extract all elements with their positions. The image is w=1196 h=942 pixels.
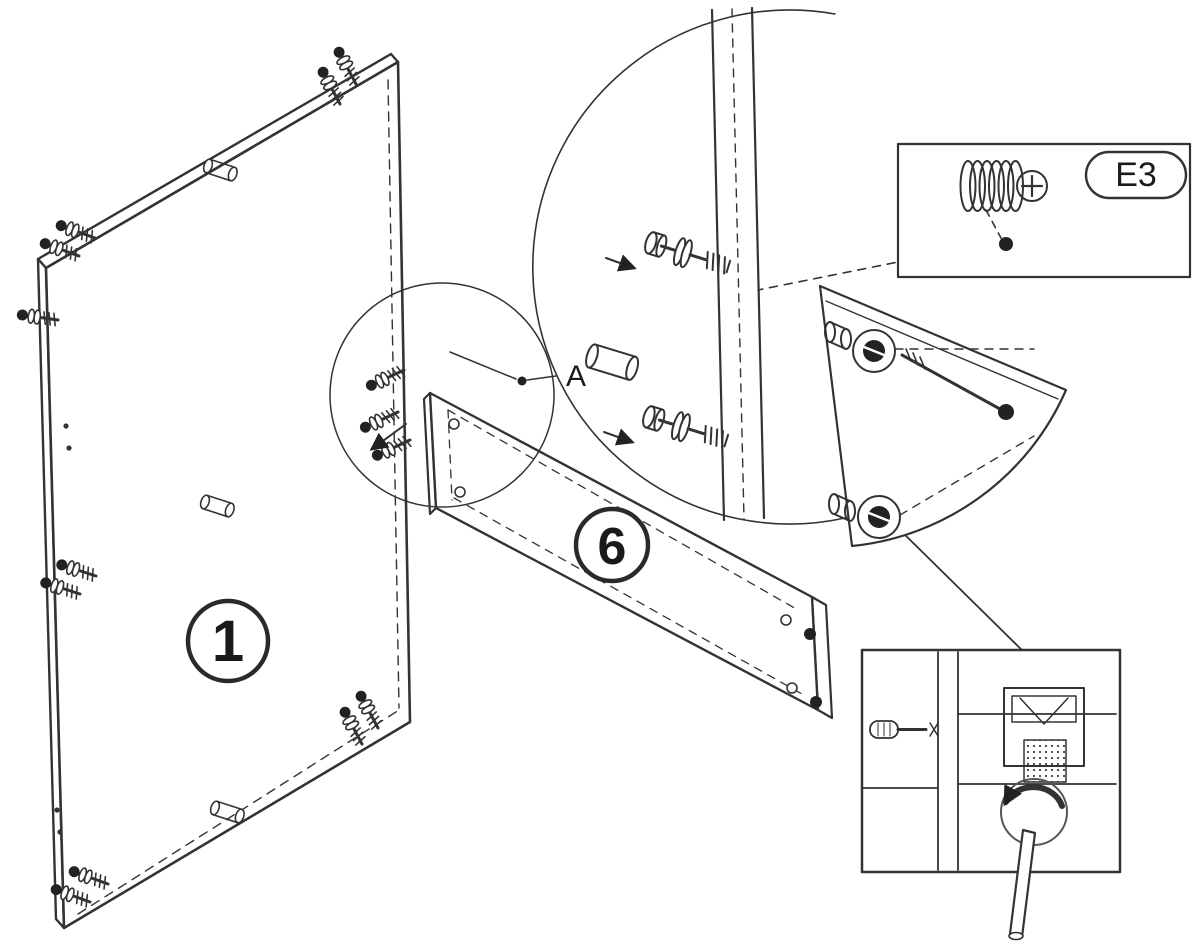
cam-bolt-hole [448, 418, 460, 430]
dowel-icon [582, 342, 642, 383]
hardware-leader-line [757, 241, 999, 291]
cam-bolt-hole [786, 682, 798, 694]
panel-1-face [44, 60, 412, 930]
part-6-badge-label: 6 [598, 518, 627, 576]
cam-lock-housing-icon [852, 329, 896, 373]
magnifier-big-circle [532, 9, 846, 525]
part-6-badge: 6 [573, 506, 651, 584]
cam-lock-inset [860, 648, 1122, 941]
cam-bolt-icon [640, 226, 734, 282]
detail-view-label: A [566, 360, 586, 393]
hardware-code-pill: E3 [1084, 150, 1188, 200]
dowel-socket [824, 321, 852, 350]
hardware-code-label: E3 [1115, 156, 1157, 194]
hardware-callout-box: E3 [757, 142, 1192, 291]
cam-bolt-icon [638, 400, 732, 456]
magnified-edge-view [532, 6, 846, 525]
part-1-badge-label: 1 [212, 609, 244, 674]
callout-leader-line [449, 351, 517, 380]
insert-arrow [603, 428, 635, 446]
cam-screw-end-icon [999, 237, 1013, 251]
insert-arrow [605, 254, 637, 272]
callout-dot [517, 376, 527, 386]
insert-arrow [369, 423, 407, 451]
cam-lock-section-icon [1003, 687, 1085, 783]
cam-screw-side-icon [959, 160, 1048, 212]
cam-bolt-head [810, 696, 822, 708]
corner-panel-detail [818, 284, 1068, 659]
rail-6: 6 [422, 391, 834, 720]
detail-callout-a: A [329, 282, 586, 508]
inset-box [860, 648, 1122, 874]
panel-1: 1 [14, 42, 415, 930]
corner-panel-face [818, 284, 1068, 548]
cross-section-boards [861, 651, 1117, 871]
rotation-arrow-icon [1003, 784, 1065, 809]
cam-bolt-hole [454, 486, 466, 498]
inset-leader-line [897, 527, 1031, 659]
dowel-socket [828, 493, 856, 522]
part-1-badge: 1 [185, 598, 271, 684]
screwdriver-icon [869, 720, 939, 739]
pilot-holes [54, 423, 72, 835]
magnified-panel-edge [710, 6, 766, 522]
cam-bolt-hole [780, 614, 792, 626]
hidden-edge-line [77, 709, 400, 915]
cam-lock-housing-icon [857, 495, 901, 539]
cam-bolt-head [804, 628, 816, 640]
cam-bolt-icon [900, 348, 1014, 420]
hidden-edge-line [387, 79, 400, 709]
magnifier-small-circle [329, 282, 555, 508]
